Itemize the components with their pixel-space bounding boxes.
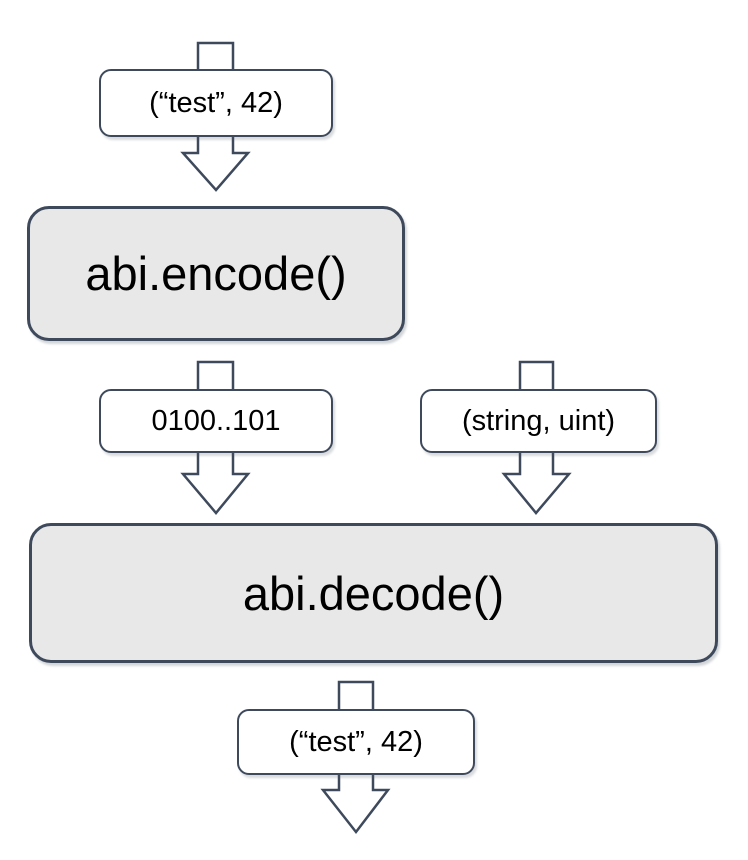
encode-box: abi.encode() (27, 206, 405, 341)
output-tuple-text: (“test”, 42) (289, 725, 423, 758)
encoded-bytes-text: 0100..101 (151, 404, 281, 437)
decode-types-text: (string, uint) (461, 404, 616, 437)
input-tuple-label: (“test”, 42) (99, 69, 333, 137)
encode-box-label: abi.encode() (85, 247, 347, 300)
decode-box: abi.decode() (29, 523, 718, 663)
output-tuple-label: (“test”, 42) (237, 709, 475, 775)
decode-box-label: abi.decode() (242, 566, 505, 620)
input-tuple-text: (“test”, 42) (149, 86, 283, 119)
decode-types-label: (string, uint) (420, 389, 657, 453)
encoded-bytes-label: 0100..101 (99, 389, 333, 453)
